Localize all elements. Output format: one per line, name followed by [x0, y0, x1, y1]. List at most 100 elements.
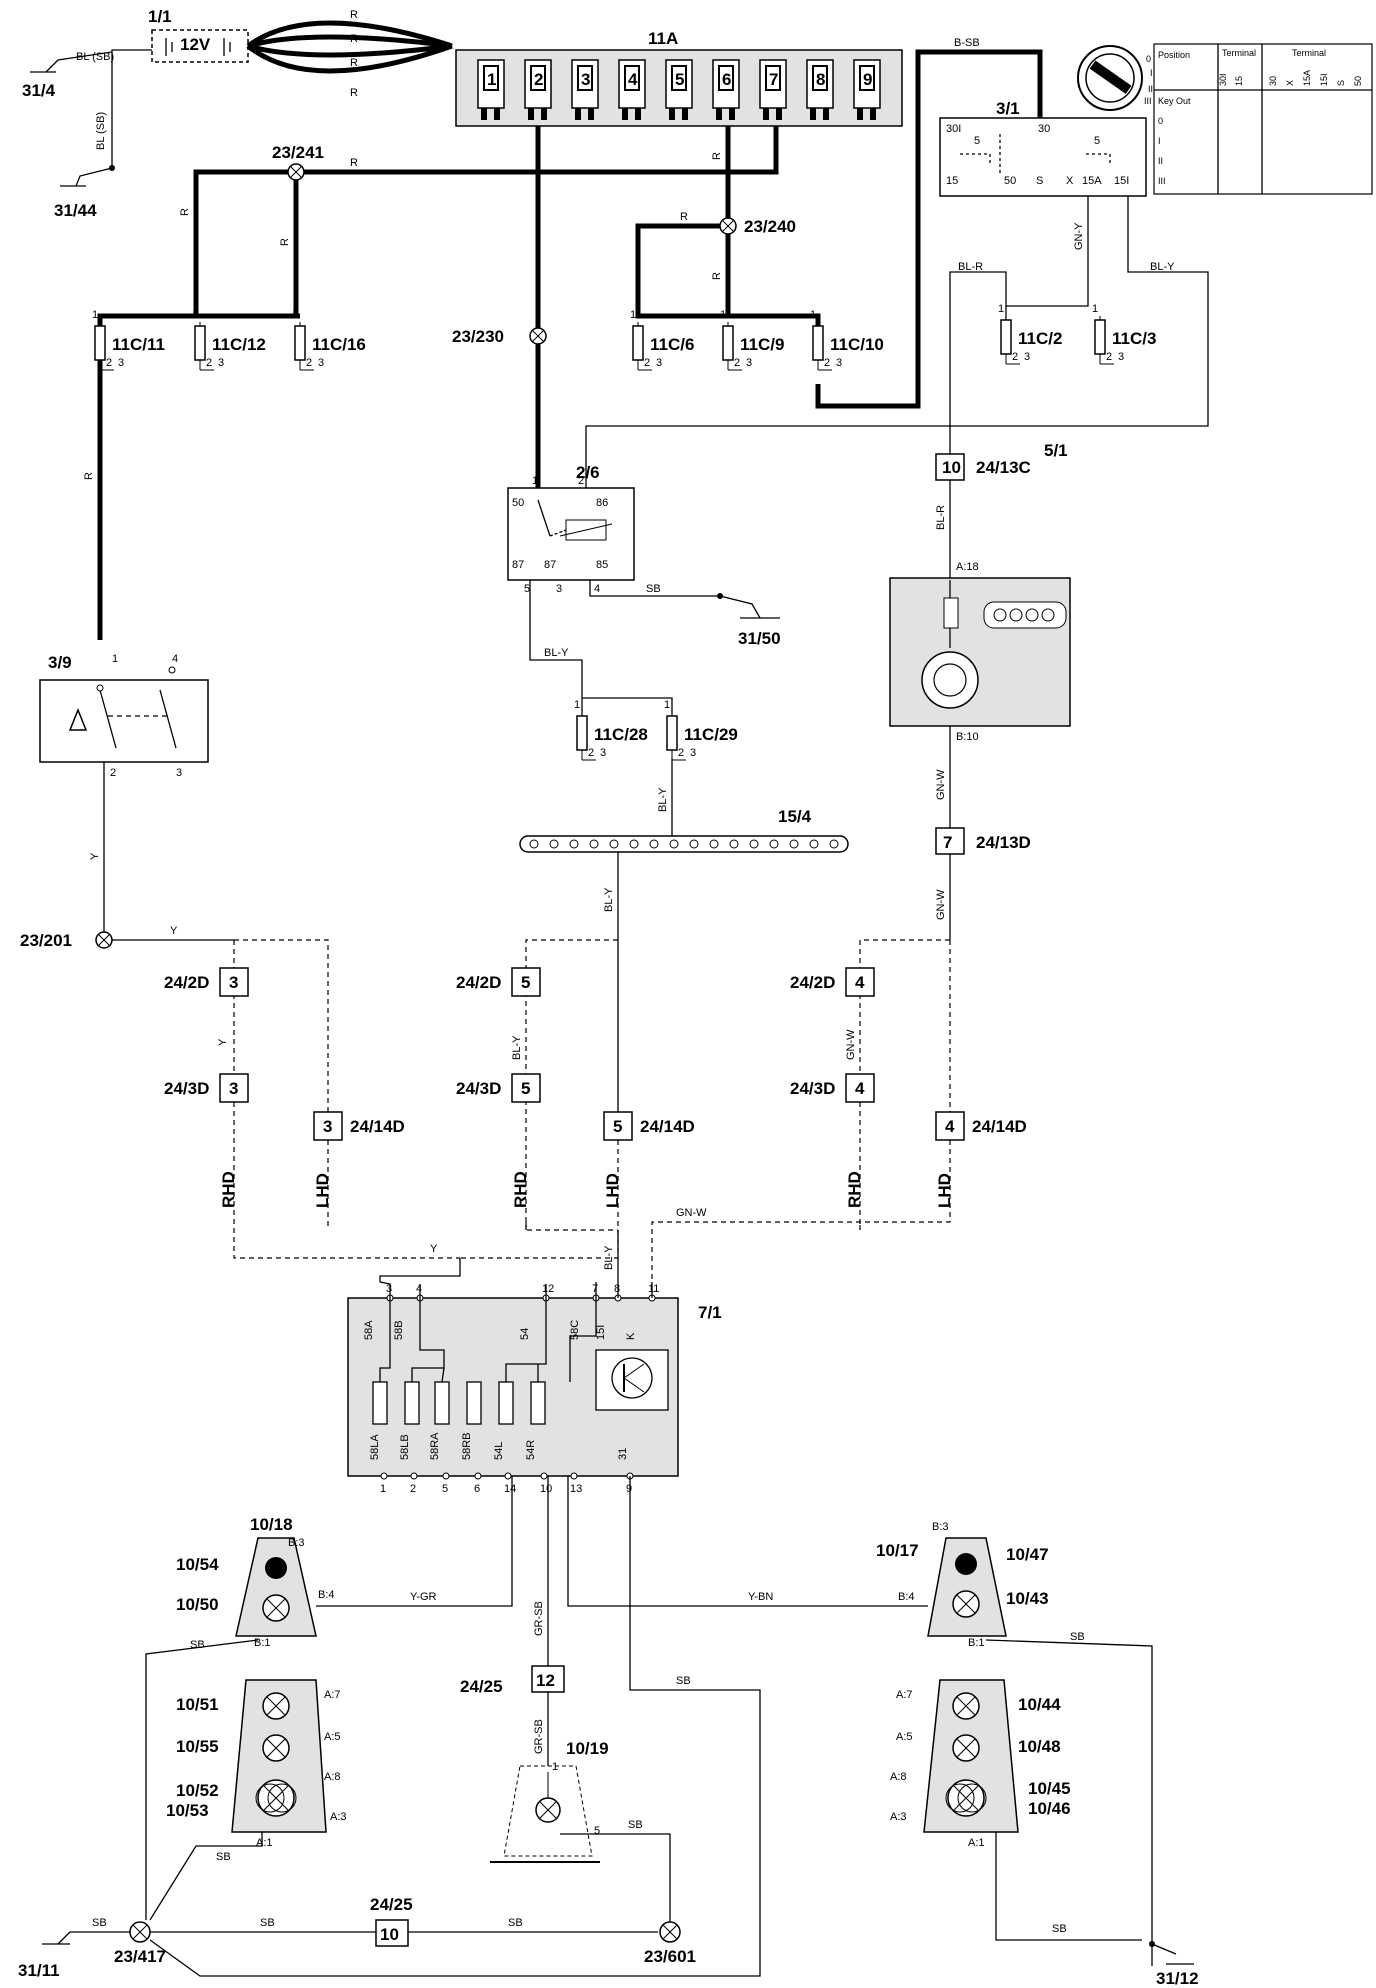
svg-text:7: 7 [592, 1283, 598, 1295]
svg-text:3: 3 [836, 357, 842, 369]
svg-text:BL (SB): BL (SB) [95, 112, 107, 150]
svg-text:10: 10 [380, 1925, 399, 1944]
fuse-11a-4: 4 [618, 59, 646, 120]
ground-31-4: 31/4 [22, 81, 56, 100]
fuse-11a-9: 9 [853, 59, 881, 120]
svg-text:24/14D: 24/14D [640, 1117, 695, 1136]
svg-text:R: R [711, 272, 723, 280]
svg-text:SB: SB [508, 1917, 523, 1929]
svg-text:1: 1 [192, 309, 198, 321]
svg-text:11C/11: 11C/11 [112, 335, 165, 354]
svg-text:15A: 15A [1082, 175, 1102, 187]
svg-text:2: 2 [678, 747, 684, 759]
fuse-11a-2: 2 [524, 59, 552, 120]
svg-text:4: 4 [416, 1283, 422, 1295]
svg-text:BL-Y: BL-Y [511, 1035, 523, 1060]
ground-31-12: 31/12 [1156, 1969, 1199, 1988]
svg-text:24/13C: 24/13C [976, 458, 1031, 477]
svg-text:BL-Y: BL-Y [1150, 261, 1175, 273]
svg-text:1: 1 [487, 70, 496, 89]
splice-23-201: 23/201 [20, 931, 72, 950]
svg-text:10/48: 10/48 [1018, 1737, 1061, 1756]
svg-text:2: 2 [1106, 351, 1112, 363]
connector-24-25-pin10: 24/25 10 [370, 1895, 413, 1947]
svg-text:11C/28: 11C/28 [594, 725, 648, 744]
svg-text:2: 2 [578, 475, 584, 487]
svg-text:7: 7 [769, 70, 778, 89]
svg-text:1: 1 [720, 309, 726, 321]
svg-text:3: 3 [386, 1283, 392, 1295]
svg-text:SB: SB [92, 1917, 107, 1929]
hazard-switch-3-9: 3/9 1 4 2 3 [39, 653, 209, 779]
svg-text:SB: SB [190, 1639, 205, 1651]
svg-text:RHD: RHD [511, 1171, 530, 1208]
lamp-cluster-right-top: 10/17 10/47 10/43 B:3 B:4 B:1 [876, 1521, 1049, 1649]
svg-text:11C/12: 11C/12 [212, 335, 266, 354]
svg-text:0: 0 [1146, 54, 1151, 64]
svg-text:Y: Y [217, 1038, 229, 1046]
svg-text:10/45: 10/45 [1028, 1779, 1071, 1798]
svg-text:10: 10 [942, 458, 961, 477]
svg-text:58RA: 58RA [429, 1432, 441, 1460]
svg-text:7/1: 7/1 [698, 1303, 722, 1322]
svg-text:50: 50 [1353, 76, 1363, 86]
svg-text:50: 50 [1004, 175, 1016, 187]
svg-text:5: 5 [521, 1079, 530, 1098]
svg-text:LHD: LHD [935, 1173, 954, 1208]
svg-text:4: 4 [855, 1079, 865, 1098]
svg-text:11: 11 [648, 1283, 659, 1295]
instrument-5-1: 5/1 A:18 B:10 [889, 441, 1071, 743]
svg-text:2: 2 [206, 357, 212, 369]
splice-23-241: 23/241 [272, 143, 324, 162]
svg-text:11C/10: 11C/10 [830, 335, 884, 354]
ground-31-44: 31/44 [54, 201, 97, 220]
svg-text:SB: SB [216, 1851, 231, 1863]
svg-text:BL-Y: BL-Y [544, 647, 569, 659]
svg-text:5: 5 [675, 70, 684, 89]
svg-text:58RB: 58RB [461, 1432, 473, 1460]
svg-text:5: 5 [524, 583, 530, 595]
svg-text:2: 2 [734, 357, 740, 369]
svg-text:30I: 30I [946, 123, 961, 135]
svg-text:1: 1 [664, 699, 670, 711]
svg-text:SB: SB [260, 1917, 275, 1929]
svg-text:24/14D: 24/14D [350, 1117, 405, 1136]
svg-text:1: 1 [112, 653, 118, 665]
svg-text:2: 2 [306, 357, 312, 369]
svg-text:3: 3 [690, 747, 696, 759]
svg-text:A:5: A:5 [324, 1731, 341, 1743]
svg-text:1: 1 [810, 309, 816, 321]
svg-text:10/18: 10/18 [250, 1515, 293, 1534]
svg-text:3/9: 3/9 [48, 653, 72, 672]
svg-text:2: 2 [1012, 351, 1018, 363]
svg-text:III: III [1144, 96, 1152, 106]
svg-text:SB: SB [1052, 1923, 1067, 1935]
svg-text:0: 0 [1158, 116, 1163, 126]
svg-text:B:10: B:10 [956, 731, 979, 743]
svg-text:9: 9 [626, 1483, 632, 1495]
fuse-11a-5: 5 [665, 59, 693, 120]
connector-24-25-pin12: 24/25 12 [460, 1665, 565, 1696]
svg-text:LHD: LHD [603, 1173, 622, 1208]
svg-text:II: II [1148, 84, 1153, 94]
svg-text:B-SB: B-SB [954, 37, 980, 49]
svg-text:15A: 15A [1302, 70, 1312, 86]
svg-text:15: 15 [1234, 76, 1244, 86]
svg-text:Terminal: Terminal [1292, 48, 1326, 58]
svg-text:10/51: 10/51 [176, 1695, 219, 1714]
svg-text:3: 3 [118, 357, 124, 369]
svg-text:4: 4 [594, 583, 600, 595]
svg-text:SB: SB [628, 1819, 643, 1831]
svg-text:10/55: 10/55 [176, 1737, 219, 1756]
svg-text:3: 3 [323, 1117, 332, 1136]
svg-text:R: R [83, 472, 95, 480]
connector-24-3D-pin3: 324/3D [164, 1073, 249, 1103]
svg-text:50: 50 [512, 497, 524, 509]
svg-text:1: 1 [552, 1761, 558, 1773]
svg-text:58B: 58B [393, 1320, 405, 1340]
svg-text:GN-W: GN-W [935, 889, 947, 920]
